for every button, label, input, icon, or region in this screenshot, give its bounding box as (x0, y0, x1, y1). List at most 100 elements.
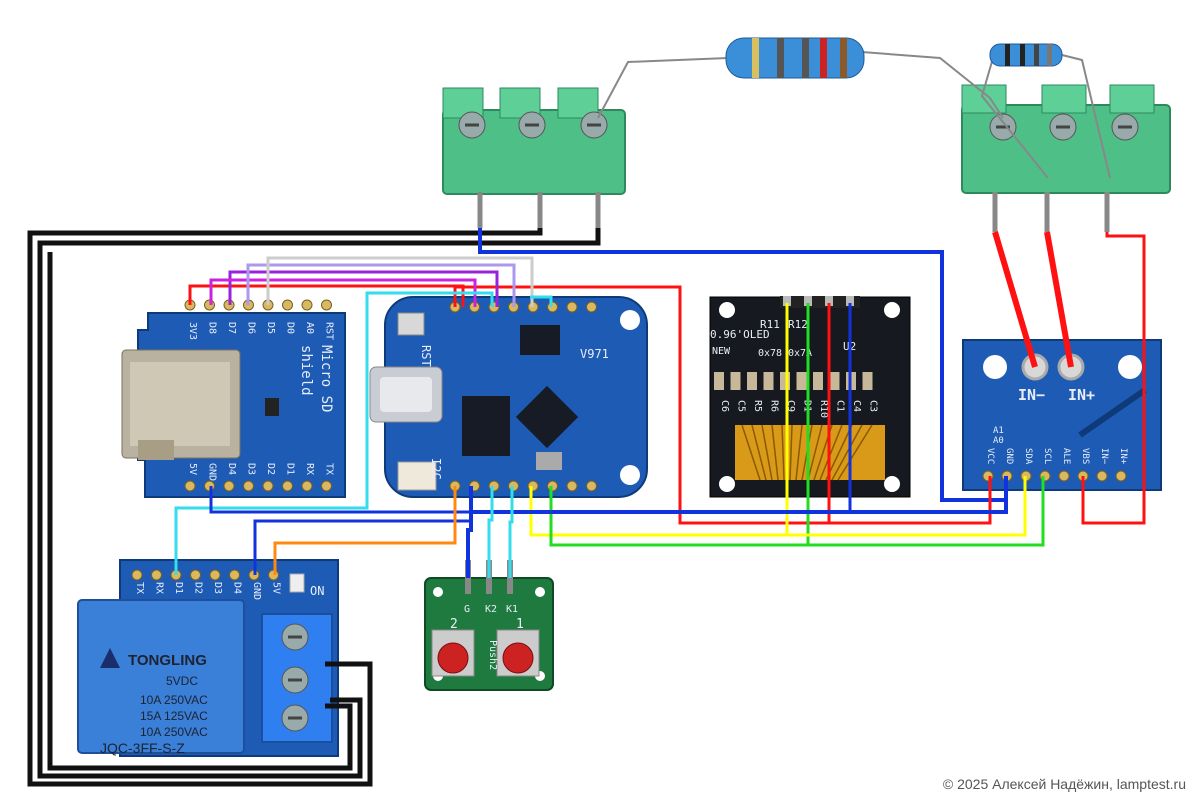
relay-line-1: 5VDC (166, 674, 198, 688)
sd-top-pin-hole (282, 299, 293, 311)
oled-addr2: 0x7A (788, 348, 812, 359)
relay-model: JQC-3FF-S-Z (100, 740, 185, 756)
wire-cyan-btn2 (508, 486, 514, 578)
wire-cyan-btn1 (487, 486, 494, 578)
wire-green-scl (549, 476, 1045, 547)
oled-part-label: C3 (868, 400, 879, 412)
esp-pin-hole (586, 301, 597, 313)
sensor-pin-hole (1096, 470, 1108, 482)
oled-part-label: C9 (785, 400, 796, 412)
sensor-in-minus: IN− (1018, 386, 1045, 404)
copyright-notice: © 2025 Алексей Надёжин, lamptest.ru (942, 776, 1186, 792)
sensor-pin-label: IN+ (1118, 448, 1128, 465)
sd-top-pin-label: D5 (265, 322, 276, 334)
button-pin-label: K1 (506, 604, 518, 615)
sd-top-pin-label: A0 (304, 322, 315, 334)
relay-pin-label: GND (251, 582, 262, 600)
oled-part-label: R10 (818, 400, 829, 418)
wire-red-sd-3v3 (188, 284, 465, 307)
sd-bottom-pin-hole (243, 480, 254, 492)
relay-pin-hole (190, 569, 201, 581)
terminal-block-left (442, 87, 626, 228)
sensor-pin-label: VBS (1080, 448, 1090, 464)
wire-black-2 (37, 228, 601, 779)
sd-top-pin-label: D0 (285, 322, 296, 334)
wires (27, 228, 1146, 787)
sd-top-pin-label: RST (324, 322, 335, 340)
esp-board: RST I2C V971 (369, 296, 648, 498)
oled-part-label: C6 (719, 400, 730, 412)
wire-red-esp-vcc (453, 285, 992, 525)
oled-pin (804, 296, 812, 306)
resistor-small (980, 43, 1111, 179)
relay-pin-label: D4 (232, 582, 243, 594)
wire-cyan-short (530, 295, 553, 307)
oled-pin (783, 296, 791, 306)
wire-blue-sd-gnd (209, 486, 471, 514)
sd-bottom-pin-label: TX (324, 463, 335, 475)
sensor-pin-label: ALE (1061, 448, 1071, 464)
esp-label-rst: RST (419, 345, 433, 367)
button-num-1: 1 (516, 617, 524, 632)
sensor-pin-label: SDA (1023, 448, 1033, 465)
sd-top-pin-hole (321, 299, 332, 311)
resistor-large (597, 37, 1004, 119)
wire-black-3 (47, 252, 353, 771)
relay-pin-hole (131, 569, 143, 581)
oled-part-component (763, 372, 774, 390)
oled-pin (846, 296, 854, 306)
oled-addr1: 0x78 (758, 348, 782, 359)
relay-pin-label: RX (154, 582, 165, 594)
sd-bottom-pin-label: GND (207, 463, 218, 481)
sensor-pin-hole (1115, 470, 1127, 482)
wire-blue-btn (466, 486, 473, 578)
sd-bottom-pin-label: RX (304, 463, 315, 475)
terminal-block-right (961, 84, 1171, 232)
oled-r11: R11 (760, 318, 780, 331)
sd-bottom-pin-hole (184, 480, 196, 492)
wire-orange-5v (273, 486, 457, 575)
esp-pin-hole (566, 301, 578, 313)
relay-pin-label: D2 (193, 582, 204, 594)
relay-line-2: 10A 250VAC (140, 693, 208, 707)
relay-pin-hole (229, 569, 240, 581)
relay-brand: TONGLING (128, 652, 207, 669)
wire-red-in-plus (1044, 231, 1074, 368)
wire-cyan-top (174, 291, 494, 575)
oled-part-component (862, 372, 873, 390)
button-pin-label: K2 (485, 604, 497, 615)
button-num-2: 2 (450, 617, 458, 632)
oled-part-label: C4 (851, 400, 862, 412)
esp-pin-hole (566, 480, 578, 492)
sensor-pin-label: IN− (1099, 448, 1109, 465)
sd-title-line2: shield (298, 345, 314, 396)
oled-part-component (780, 372, 790, 390)
sensor-pin-label: SCL (1042, 448, 1052, 464)
relay-pin-label: 5V (271, 582, 282, 594)
sd-top-pin-label: 3V3 (187, 322, 198, 340)
wire-gray (266, 256, 534, 307)
esp-model: V971 (580, 347, 609, 361)
oled-part-component (747, 372, 757, 390)
oled-subtitle: NEW (712, 346, 731, 357)
oled-pin (825, 296, 833, 306)
sd-top-pin-hole (301, 299, 313, 311)
relay-on-label: ON (310, 584, 324, 598)
oled-part-component (714, 372, 724, 390)
esp-pin-hole (586, 480, 597, 492)
sd-top-pin-label: D6 (246, 322, 257, 334)
sensor-a1: A1 (993, 426, 1004, 436)
oled-part-component (730, 372, 741, 390)
relay-pin-hole (151, 569, 162, 581)
relay-line-3: 15A 125VAC (140, 709, 208, 723)
sd-bottom-pin-hole (321, 480, 332, 492)
sd-title-line1: Micro SD (318, 345, 334, 412)
oled-r12: R12 (788, 318, 808, 331)
button-label: Push2 (487, 640, 498, 670)
sd-top-pin-label: D7 (226, 322, 237, 334)
